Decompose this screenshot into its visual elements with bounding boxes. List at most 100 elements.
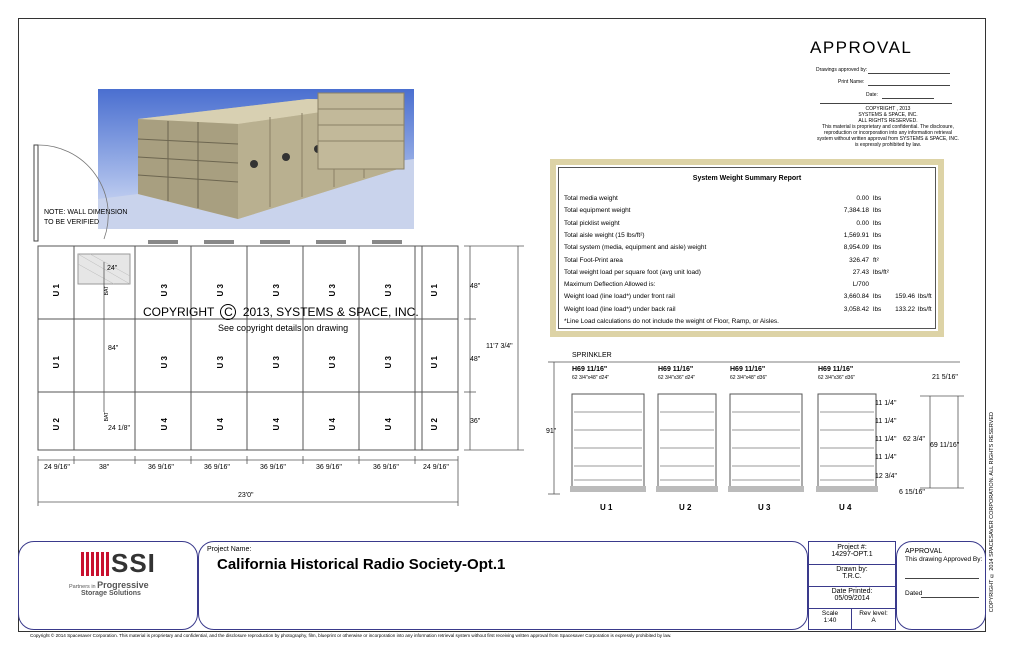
drawn-by: T.R.C. bbox=[842, 573, 862, 580]
report-row-value: 27.43 bbox=[852, 268, 869, 276]
bat-label: BAT bbox=[104, 286, 110, 296]
plan-unit-label: U 3 bbox=[216, 284, 225, 297]
report-row-label: Total aisle weight (15 lbs/ft²) bbox=[564, 231, 645, 239]
shelf-dim: 11 1/4" bbox=[875, 454, 897, 461]
plan-unit-label: U 2 bbox=[430, 418, 439, 431]
bat-label: BAT bbox=[104, 412, 110, 422]
rev-cell: Rev level: A bbox=[852, 608, 895, 629]
drawings-approved-by-label: Drawings approved by: bbox=[816, 67, 868, 73]
elevation-base bbox=[728, 486, 804, 492]
report-row-label: Weight load (line load*) under back rail bbox=[564, 305, 676, 313]
elevation-unit-height: H69 11/16" bbox=[572, 366, 608, 373]
date-printed-cell: Date Printed: 05/09/2014 bbox=[809, 586, 895, 609]
total-width-dim: 23'0" bbox=[238, 492, 254, 499]
copyright-line: is expressly prohibited by law. bbox=[854, 142, 922, 148]
report-row-value: 3,058.42 bbox=[843, 305, 869, 313]
elevation-unit bbox=[571, 393, 645, 491]
width-dim: 36 9/16" bbox=[204, 464, 230, 471]
width-dim: 24 9/16" bbox=[423, 464, 449, 471]
report-row-label: Total picklist weight bbox=[564, 219, 620, 227]
elevation-unit bbox=[729, 393, 803, 491]
elev-left-dim: 91" bbox=[546, 428, 557, 435]
report-row-value: 3,660.84 bbox=[843, 293, 869, 301]
right-dim: 48" bbox=[470, 356, 481, 363]
note-line-1: NOTE: WALL DIMENSION bbox=[44, 209, 128, 216]
logo-tag-1: Partners in bbox=[69, 584, 96, 590]
right-dim: 36" bbox=[470, 418, 481, 425]
scale-cell: Scale 1:40 bbox=[809, 608, 852, 629]
logo-box: SSI Partners in Progressive Storage Solu… bbox=[18, 541, 198, 630]
report-row-label: Total Foot-Print area bbox=[564, 256, 623, 264]
watermark-line-1: COPYRIGHT C 2013, SYSTEMS & SPACE, INC. bbox=[143, 304, 419, 320]
plan-unit-label: U 3 bbox=[160, 284, 169, 297]
width-dim: 36 9/16" bbox=[373, 464, 399, 471]
project-name-box: Project Name: California Historical Radi… bbox=[198, 541, 808, 630]
report-row-label: Weight load (line load*) under front rai… bbox=[564, 293, 675, 301]
plan-unit-label: U 3 bbox=[384, 284, 393, 297]
plan-unit-label: U 1 bbox=[52, 284, 61, 297]
report-row-extra-unit: lbs/ft bbox=[918, 305, 932, 313]
watermark-company: 2013, SYSTEMS & SPACE, INC. bbox=[242, 305, 419, 319]
rev: A bbox=[871, 617, 876, 624]
approval-title: APPROVAL bbox=[810, 38, 913, 57]
width-dim: 36 9/16" bbox=[148, 464, 174, 471]
report-row: Weight load (line load*) under front rai… bbox=[564, 293, 934, 304]
report-row-value: 0.00 bbox=[856, 219, 869, 227]
approval-box-title: APPROVAL bbox=[905, 548, 943, 555]
project-no: 14297-OPT.1 bbox=[831, 551, 873, 558]
plan-unit-label: U 4 bbox=[160, 418, 169, 431]
elevation-unit-label: U 2 bbox=[679, 503, 692, 512]
sprinkler-label: SPRINKLER bbox=[572, 352, 612, 359]
elevation-unit-spec: 62 3/4"x48" d24" bbox=[572, 375, 610, 381]
project-name-label: Project Name: bbox=[207, 546, 252, 553]
elev-bottom-dim: 6 15/16" bbox=[899, 489, 925, 496]
approval-rule bbox=[820, 103, 952, 104]
width-dim: 36 9/16" bbox=[316, 464, 342, 471]
elevation-unit-spec: 62 3/4"x36" d24" bbox=[658, 375, 696, 381]
report-row-unit: lbs bbox=[873, 305, 882, 313]
aisle-dim: 24 1/8" bbox=[108, 425, 130, 432]
plan-unit-label: U 4 bbox=[384, 418, 393, 431]
elevation-base bbox=[816, 486, 878, 492]
report-row: Total system (media, equipment and aisle… bbox=[564, 244, 934, 255]
report-row-label: Maximum Deflection Allowed is: bbox=[564, 281, 656, 289]
dated-line bbox=[921, 597, 979, 598]
drawn-by-label: Drawn by: bbox=[836, 566, 868, 573]
report-inner-border bbox=[558, 167, 936, 329]
approval-box: APPROVAL This drawing Approved By: Dated bbox=[896, 541, 986, 630]
width-dim: 24 9/16" bbox=[44, 464, 70, 471]
report-footnote: *Line Load calculations do not include t… bbox=[564, 318, 934, 329]
copyright-line: system without written approval from SYS… bbox=[817, 136, 959, 142]
approved-by-line bbox=[868, 73, 950, 74]
aisle-dim: 24" bbox=[107, 265, 118, 272]
date-line bbox=[882, 98, 934, 99]
project-name: California Historical Radio Society-Opt.… bbox=[217, 556, 506, 573]
approval-copyright: COPYRIGHT , 2013 SYSTEMS & SPACE, INC. A… bbox=[808, 106, 968, 148]
plan-unit-label: U 3 bbox=[328, 284, 337, 297]
print-name-label: Print Name: bbox=[838, 79, 865, 85]
report-row-label: Total system (media, equipment and aisle… bbox=[564, 244, 707, 252]
plan-unit-label: U 4 bbox=[272, 418, 281, 431]
elevation-unit-height: H69 11/16" bbox=[658, 366, 694, 373]
side-copyright: COPYRIGHT © 2014 SPACESAVER CORPORATION.… bbox=[989, 412, 995, 613]
plan-unit-label: U 1 bbox=[430, 356, 439, 369]
footer-copyright: Copyright © 2014 Spacesaver Corporation.… bbox=[30, 633, 672, 638]
elevation-unit bbox=[657, 393, 717, 491]
date-label: Date: bbox=[866, 92, 878, 98]
width-dim: 36 9/16" bbox=[260, 464, 286, 471]
total-depth-dim: 11'7 3/4" bbox=[486, 343, 513, 350]
report-row-extra: 133.22 bbox=[895, 305, 915, 313]
plan-unit-label: U 2 bbox=[52, 418, 61, 431]
shelf-dim: 11 1/4" bbox=[875, 418, 897, 425]
plan-unit-label: U 3 bbox=[216, 356, 225, 369]
print-name-line bbox=[868, 85, 950, 86]
report-row-label: Total equipment weight bbox=[564, 207, 631, 215]
date-printed-label: Date Printed: bbox=[831, 588, 873, 595]
elevation-unit bbox=[817, 393, 877, 491]
footnote-text: *Line Load calculations do not include t… bbox=[564, 318, 779, 325]
watermark-copyright: COPYRIGHT bbox=[143, 305, 215, 319]
